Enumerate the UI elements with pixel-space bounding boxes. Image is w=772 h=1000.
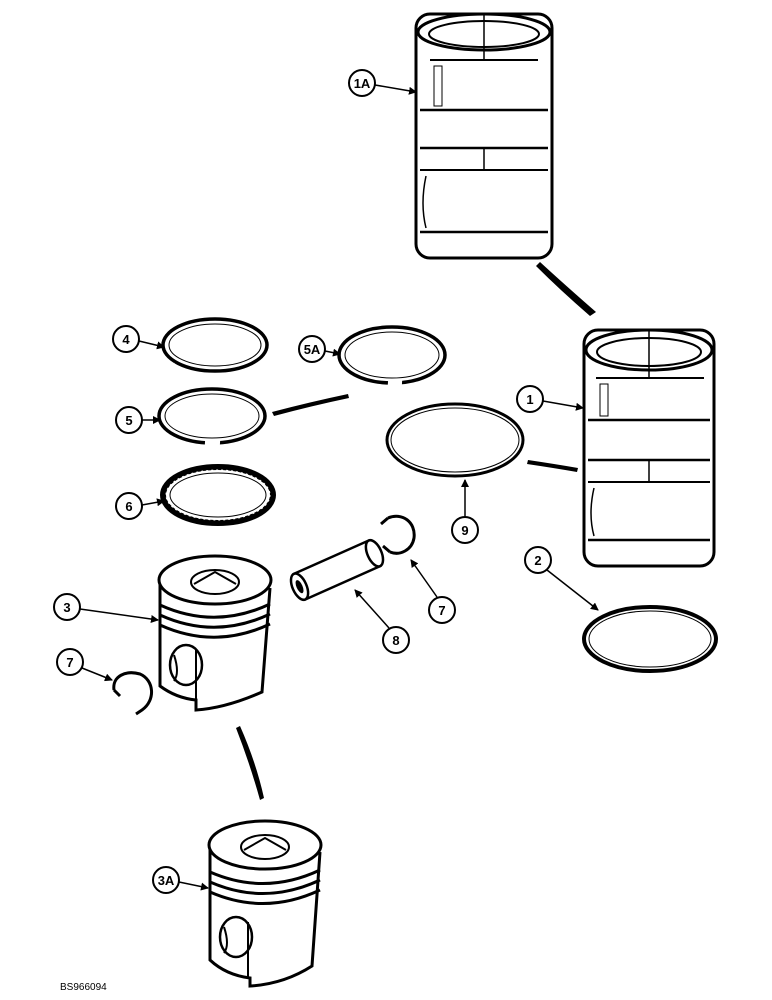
snap-ring-7-left bbox=[112, 671, 153, 716]
piston-3 bbox=[157, 554, 273, 712]
callout-9: 9 bbox=[451, 479, 479, 544]
callout-5-label: 5 bbox=[125, 413, 132, 428]
oil-ring-6 bbox=[160, 464, 276, 526]
callout-5: 5 bbox=[115, 406, 161, 434]
callout-7-left: 7 bbox=[56, 648, 113, 682]
reference-code: BS966094 bbox=[60, 982, 107, 993]
callout-9-label: 9 bbox=[461, 523, 468, 538]
callout-7-right: 7 bbox=[410, 559, 456, 624]
cylinder-liner-1a bbox=[414, 12, 554, 260]
flow-arrow-ring-9 bbox=[527, 460, 578, 472]
callout-3: 3 bbox=[53, 593, 159, 623]
flow-arrow-piston bbox=[236, 726, 264, 800]
piston-ring-4 bbox=[161, 317, 269, 376]
snap-ring-7-right bbox=[380, 514, 416, 555]
callout-1: 1 bbox=[516, 385, 584, 413]
callout-2: 2 bbox=[524, 546, 599, 611]
callout-3a-label: 3A bbox=[158, 873, 175, 888]
callout-3-label: 3 bbox=[63, 600, 70, 615]
callout-6-label: 6 bbox=[125, 499, 132, 514]
callout-3a: 3A bbox=[152, 866, 209, 894]
callout-6: 6 bbox=[115, 492, 165, 520]
callout-8-label: 8 bbox=[392, 633, 399, 648]
callout-4-label: 4 bbox=[122, 332, 130, 347]
callout-5a: 5A bbox=[298, 335, 341, 363]
callout-8: 8 bbox=[354, 589, 410, 654]
callout-5a-label: 5A bbox=[304, 342, 321, 357]
callout-7-left-label: 7 bbox=[66, 655, 73, 670]
seal-ring-9 bbox=[385, 402, 525, 478]
piston-pin-8 bbox=[289, 538, 385, 602]
cylinder-liner-1 bbox=[582, 328, 716, 568]
flow-arrow-ring-5 bbox=[272, 394, 349, 416]
callout-1a: 1A bbox=[348, 69, 417, 97]
piston-ring-5 bbox=[157, 387, 267, 446]
callout-1a-label: 1A bbox=[354, 76, 371, 91]
seal-ring-2 bbox=[582, 605, 718, 673]
callout-1-label: 1 bbox=[526, 392, 533, 407]
callout-4: 4 bbox=[112, 325, 165, 353]
callout-2-label: 2 bbox=[534, 553, 541, 568]
piston-ring-5a bbox=[337, 325, 447, 386]
flow-arrow-liner bbox=[536, 262, 596, 316]
callout-7-right-label: 7 bbox=[438, 603, 445, 618]
piston-3a bbox=[207, 819, 323, 988]
